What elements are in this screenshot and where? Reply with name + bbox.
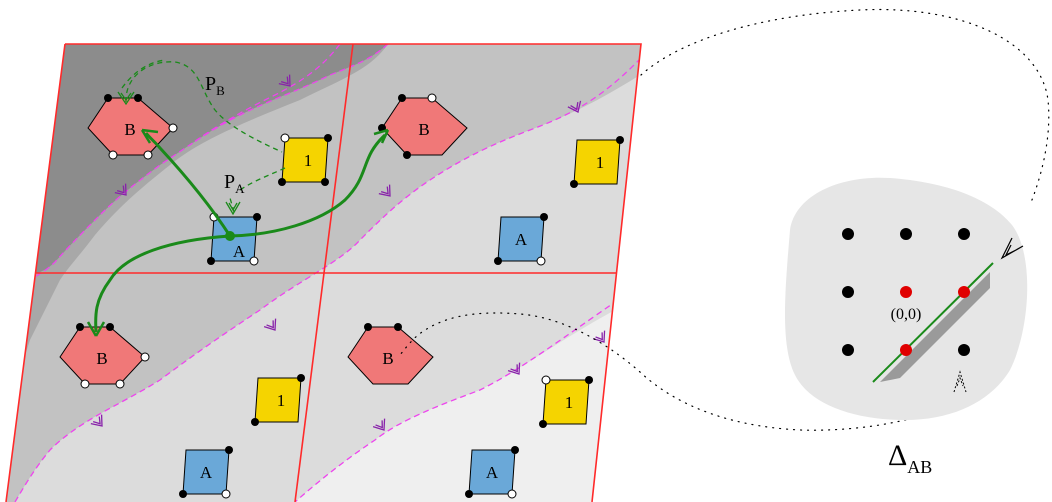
square-a-label: A (200, 463, 213, 482)
boundary-1 (29, 44, 389, 281)
delta-ab-label: ΔAB (888, 439, 932, 477)
arrowhead-pa (225, 201, 241, 216)
arrow-7 (90, 414, 103, 427)
lattice-point (842, 228, 854, 240)
square-a-label: A (486, 463, 499, 482)
delta-ab-panel: (0,0) ΔAB (785, 177, 1028, 477)
grid-lines (5, 43, 642, 502)
hexagon-label: B (124, 120, 135, 139)
lattice-point (842, 344, 854, 356)
region-boundaries (14, 44, 641, 502)
lattice-point-red (900, 344, 912, 356)
square-1-label: 1 (596, 153, 605, 172)
hexagon-b-4: B (347, 323, 434, 385)
square-1-label: 1 (277, 391, 286, 410)
lattice-point-origin (900, 286, 912, 298)
green-paths (86, 59, 390, 337)
square-a-3: A (179, 446, 233, 499)
square-a-label: A (515, 230, 528, 249)
square-1-b: 1 (570, 136, 624, 188)
arrowhead-b1 (140, 128, 159, 144)
yellow-squares: 1 1 1 1 (251, 133, 624, 428)
arrow-2 (567, 100, 582, 113)
square-1-label: 1 (304, 151, 313, 170)
origin-label: (0,0) (891, 306, 922, 323)
arrow-9 (372, 418, 386, 431)
arrow-5 (263, 318, 277, 331)
arrow-4 (378, 184, 391, 197)
grid-vertical (294, 43, 354, 502)
hexagon-label: B (418, 120, 429, 139)
arrowhead-b2 (373, 128, 390, 144)
path-to-b-upper-right (229, 133, 387, 238)
arrow-1 (278, 74, 291, 87)
hexagon-b-3: B (59, 323, 150, 389)
delta-arrow-bottom (953, 370, 967, 393)
path-origin-dot (225, 231, 235, 241)
lattice-point (958, 344, 970, 356)
boundary-arrows (90, 74, 606, 431)
arrow-3 (114, 183, 127, 196)
square-a-label: A (233, 242, 246, 261)
lattice-point (958, 228, 970, 240)
square-a-2: A (494, 213, 548, 266)
arrowhead-pb (117, 91, 135, 106)
hexagon-label: B (96, 349, 107, 368)
path-label-pb: PB (205, 73, 225, 98)
dashed-path-top (121, 59, 166, 89)
delta-ab-blob (785, 177, 1028, 420)
lattice-point (842, 286, 854, 298)
lattice-points (842, 228, 970, 356)
square-1-label: 1 (565, 393, 574, 412)
square-1-d: 1 (539, 375, 593, 428)
delta-arrow-top (1000, 237, 1024, 260)
square-a-4: A (465, 446, 519, 499)
path-to-b-lower-left (94, 234, 231, 333)
dashed-path-pb (125, 61, 283, 153)
region-darkest (6, 44, 390, 280)
boundary-4 (189, 44, 341, 146)
lattice-point (900, 228, 912, 240)
arrowhead-b3 (86, 321, 106, 337)
arrow-6 (592, 330, 606, 343)
boundary-3 (294, 299, 619, 502)
boundary-2 (14, 57, 641, 502)
path-label-pa: PA (224, 171, 245, 196)
hexagon-b-2: B (378, 93, 468, 159)
square-1-a: 1 (278, 133, 332, 186)
hexagon-label: B (382, 349, 393, 368)
delta-ab-line (872, 262, 994, 383)
square-1-c: 1 (251, 374, 305, 426)
grid-outer (5, 43, 642, 502)
path-to-b-upper-left (144, 132, 232, 237)
lattice-point-red (958, 286, 970, 298)
shaded-regions (6, 44, 641, 502)
arrow-8 (507, 362, 521, 375)
